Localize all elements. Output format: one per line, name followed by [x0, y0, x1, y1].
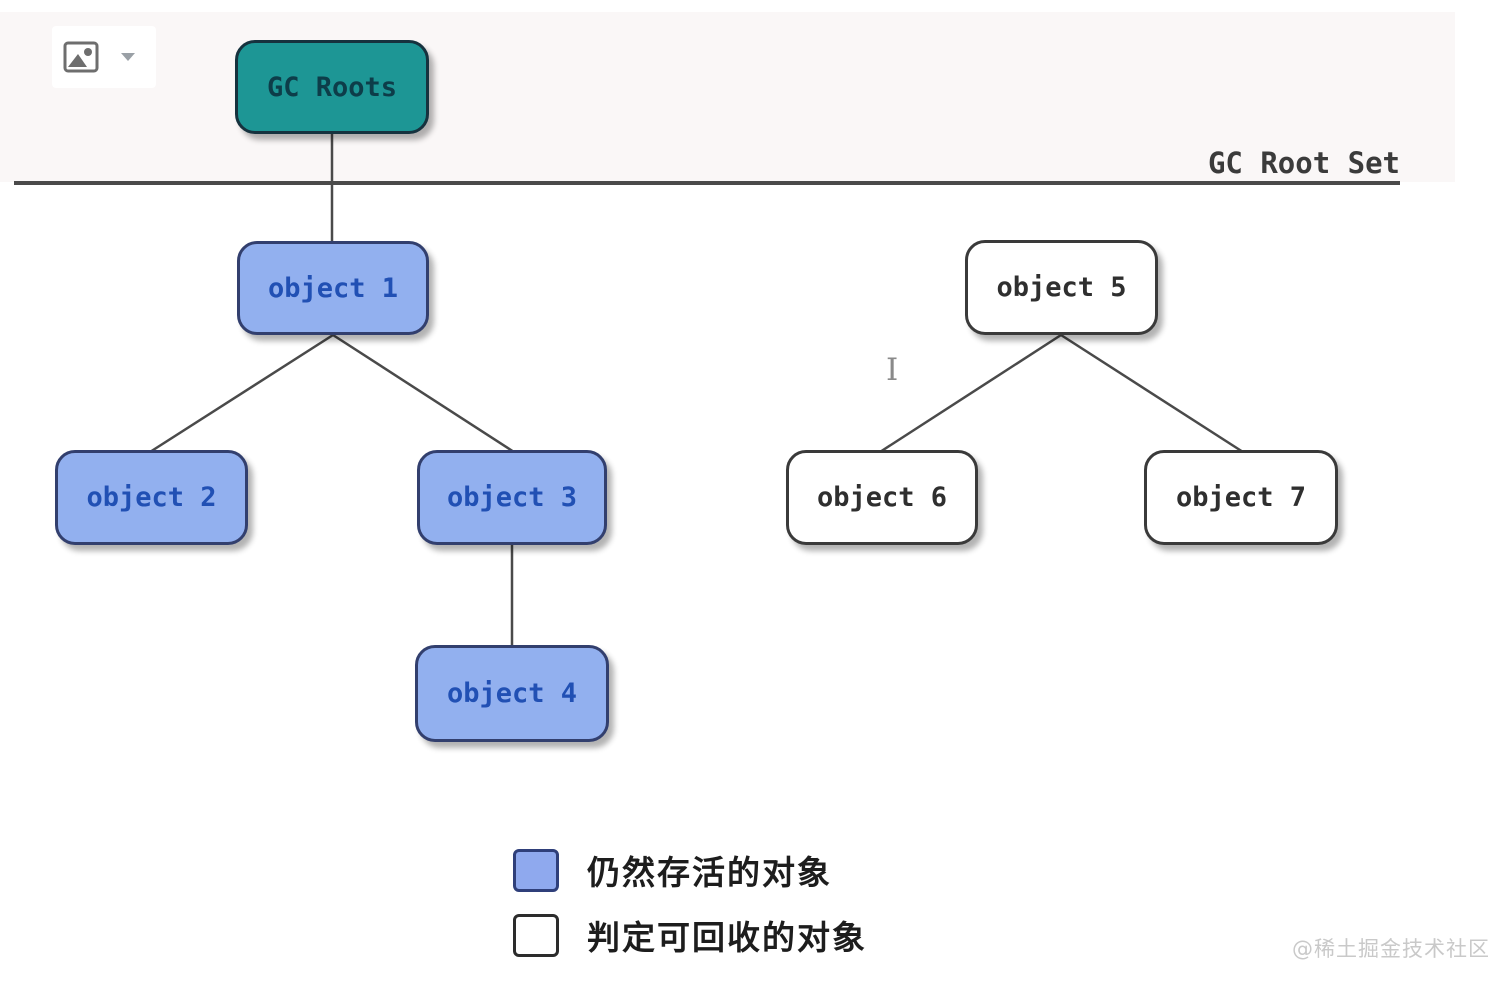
alive-swatch — [513, 848, 559, 892]
node-object-5: object 5 — [965, 240, 1158, 335]
node-object-2: object 2 — [55, 450, 248, 545]
collectable-swatch — [513, 913, 559, 957]
watermark: @稀土掘金技术社区 — [1292, 937, 1490, 961]
legend-item-collectable: 判定可回收的对象 — [513, 911, 867, 959]
image-tool-button[interactable] — [52, 26, 156, 88]
node-object-1: object 1 — [237, 241, 429, 335]
legend: 仍然存活的对象 判定可回收的对象 — [513, 846, 867, 976]
node-object-4: object 4 — [415, 645, 609, 742]
node-object-3: object 3 — [417, 450, 607, 545]
text-cursor-ibeam: I — [886, 352, 899, 388]
gc-root-set-label: GC Root Set — [1207, 146, 1400, 180]
legend-label-alive: 仍然存活的对象 — [587, 853, 832, 892]
legend-label-collectable: 判定可回收的对象 — [587, 918, 867, 957]
node-object-7: object 7 — [1144, 450, 1338, 545]
node-object-6: object 6 — [786, 450, 978, 545]
image-icon — [63, 41, 99, 73]
legend-item-alive: 仍然存活的对象 — [513, 846, 867, 894]
chevron-down-icon[interactable] — [121, 53, 135, 61]
node-gc-roots: GC Roots — [235, 40, 429, 134]
